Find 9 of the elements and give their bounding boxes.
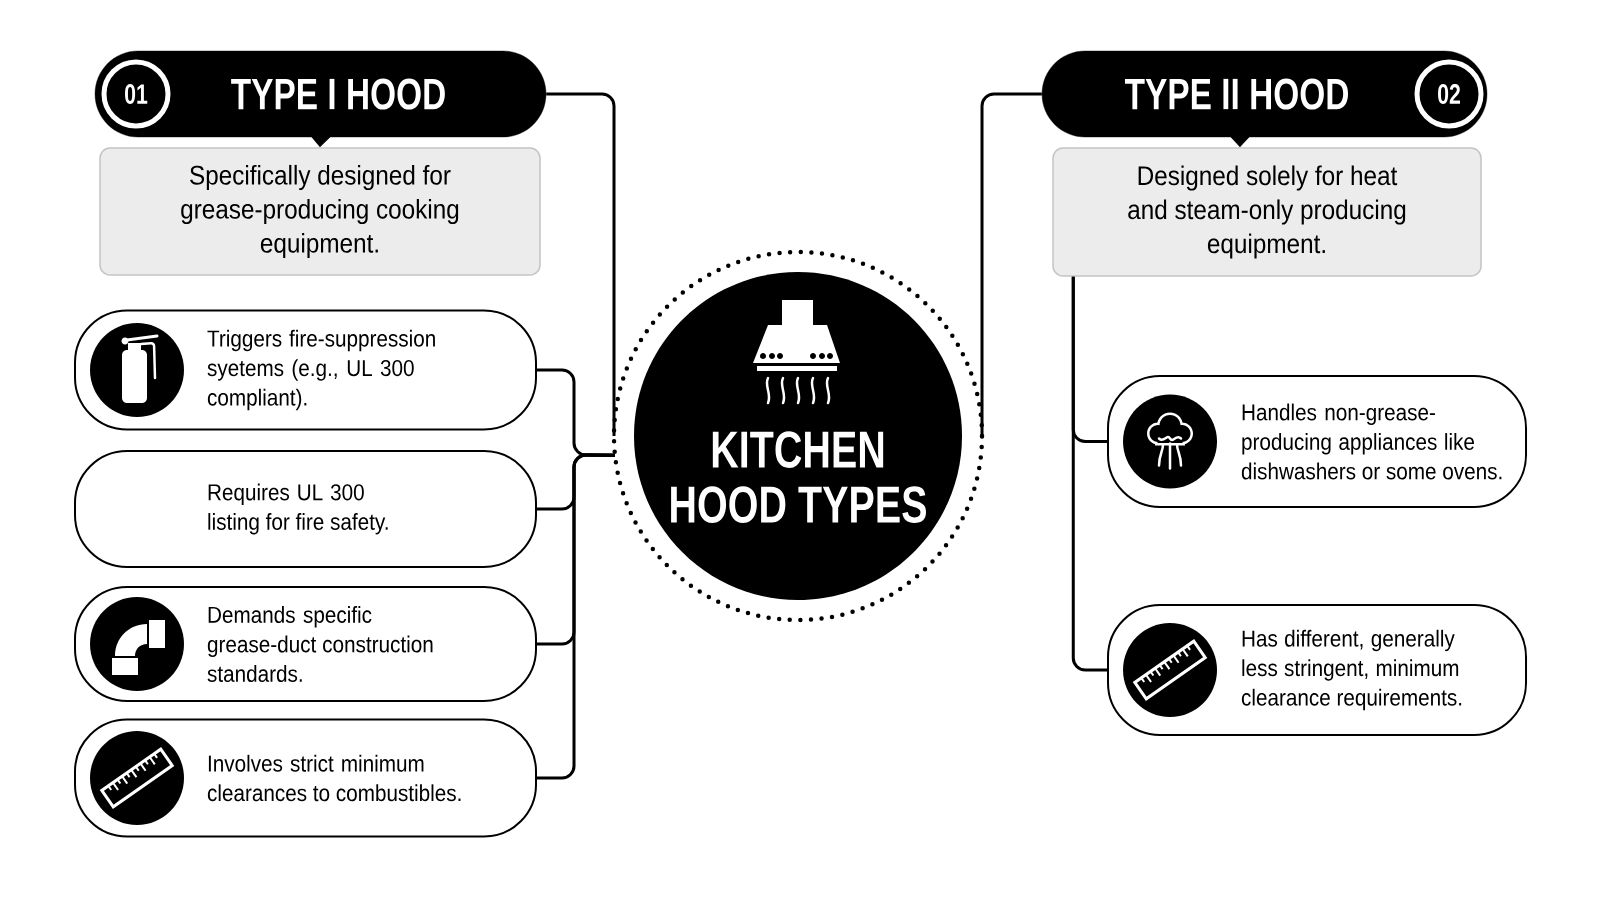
connector-line — [980, 92, 1042, 436]
connector-line — [537, 453, 616, 780]
feature-pill: Requires UL 300 listing for fire safety. — [74, 450, 537, 568]
description-box: Designed solely for heat and steam-only producing equipment. — [1052, 147, 1482, 277]
pointer-arrow — [310, 134, 332, 147]
pointer-arrow — [1229, 135, 1251, 147]
connector-line — [1071, 276, 1107, 672]
description-box: Specifically designed for grease-producing cooking equipment. — [99, 147, 541, 276]
connector-line — [546, 92, 616, 436]
